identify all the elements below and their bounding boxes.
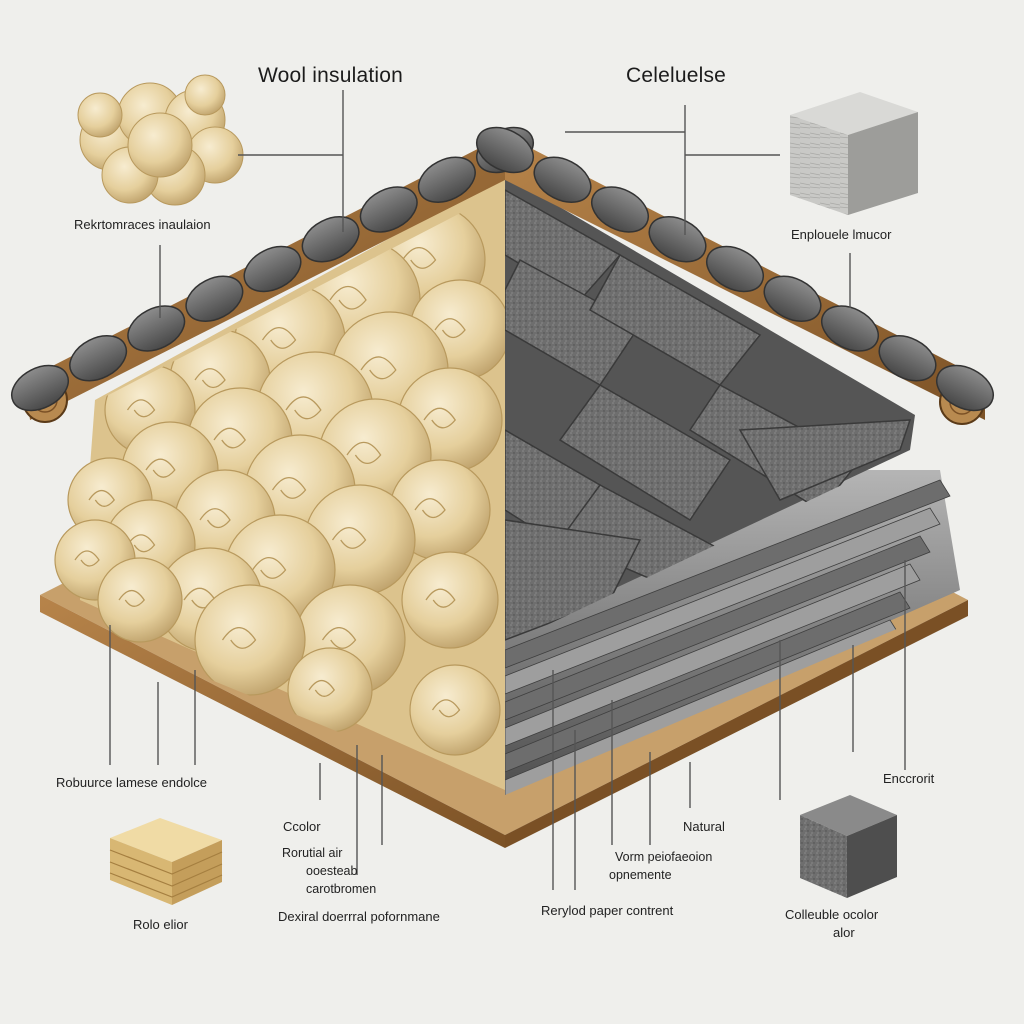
roof-ridge bbox=[11, 126, 994, 425]
cellulose-label-right: Enccrorit bbox=[883, 771, 935, 786]
cellulose-title: Celeluelse bbox=[626, 64, 727, 87]
wool-label-color: Ccolor bbox=[283, 819, 321, 834]
cellulose-loose-sample bbox=[800, 795, 897, 898]
cellulose-label-recycled: Rerylod paper contrent bbox=[541, 903, 674, 918]
cellulose-label-sample-2: alor bbox=[833, 925, 855, 940]
cellulose-cube-sample bbox=[790, 92, 918, 215]
cellulose-label-vorm-1: Vorm peiofaeoion bbox=[615, 850, 713, 864]
wool-ball-sample bbox=[77, 74, 244, 206]
wool-label-top: Rekrtomraces inaulaion bbox=[74, 217, 211, 232]
leader-lines bbox=[109, 90, 906, 890]
wool-insulation-section bbox=[54, 175, 505, 790]
cellulose-label-vorm-2: opnemente bbox=[609, 868, 672, 882]
cellulose-label-sample-1: Colleuble ocolor bbox=[785, 907, 879, 922]
wool-label-air-2: ooesteab bbox=[306, 864, 358, 878]
wool-title: Wool insulation bbox=[258, 64, 404, 87]
wool-label-thermal: Dexiral doerrral pofornmane bbox=[278, 909, 440, 924]
wool-label-air-3: carotbromen bbox=[306, 882, 377, 896]
wool-batt-sample bbox=[109, 818, 223, 905]
wool-label-sample: Rolo elior bbox=[133, 917, 188, 932]
cellulose-label-top: Enplouele lmucor bbox=[791, 227, 892, 242]
wool-label-air-1: Rorutial air bbox=[282, 846, 343, 860]
wool-label-mid: Robuurce lamese endolce bbox=[56, 775, 208, 790]
cellulose-label-natural: Natural bbox=[683, 819, 725, 834]
